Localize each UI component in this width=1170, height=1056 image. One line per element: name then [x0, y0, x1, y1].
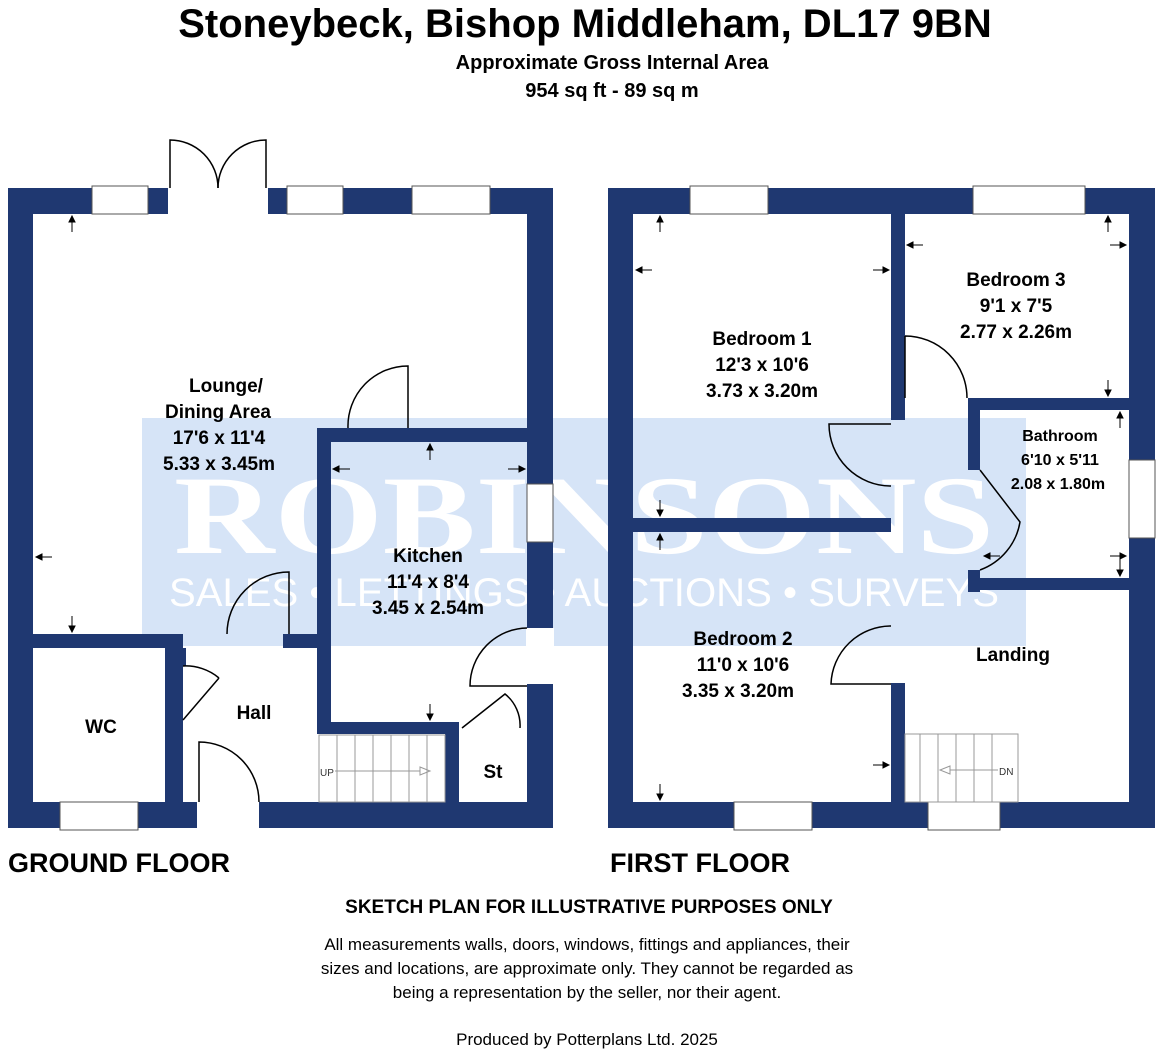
first-floor-label: FIRST FLOOR: [610, 848, 790, 878]
room-kitchen: Kitchen 11'4 x 8'4 3.45 x 2.54m: [372, 546, 484, 619]
room-name: Kitchen: [393, 546, 463, 567]
ground-floor-windows: [59, 185, 554, 831]
room-name: Bedroom 1: [712, 329, 812, 350]
page-title: Stoneybeck, Bishop Middleham, DL17 9BN: [178, 2, 992, 46]
room-landing: Landing: [976, 645, 1050, 666]
room-name: Bedroom 3: [966, 270, 1065, 291]
room-name: Bedroom 2: [693, 629, 792, 650]
area-title: Approximate Gross Internal Area: [455, 52, 769, 74]
ground-floor-label: GROUND FLOOR: [8, 848, 230, 878]
room-store: St: [484, 762, 504, 783]
arrow-icon: [938, 765, 951, 775]
stairs-up-label: UP: [320, 768, 334, 779]
first-floor-stairs: DN: [904, 733, 1019, 803]
disclaimer: All measurements walls, doors, windows, …: [321, 933, 853, 1005]
room-size-metric: 3.35 x 3.20m: [682, 681, 794, 702]
watermark-tagline: SALES • LETTINGS • AUCTIONS • SURVEYS: [169, 571, 999, 615]
produced-by: Produced by Potterplans Ltd. 2025: [456, 1030, 718, 1049]
room-size-metric: 3.73 x 3.20m: [706, 381, 818, 402]
watermark-name: ROBINSONS: [174, 454, 994, 578]
sketch-note: SKETCH PLAN FOR ILLUSTRATIVE PURPOSES ON…: [345, 897, 833, 918]
disclaimer-line: sizes and locations, are approximate onl…: [320, 959, 854, 978]
room-size-imperial: 11'4 x 8'4: [387, 572, 469, 593]
room-size-imperial: 12'3 x 10'6: [715, 355, 809, 376]
ground-floor-openings: [168, 186, 554, 830]
stairs-down-label: DN: [999, 767, 1013, 778]
room-wc: WC: [85, 717, 117, 738]
room-lounge: Lounge/ Dining Area 17'6 x 11'4 5.33 x 3…: [163, 376, 275, 475]
first-floor-doors: [828, 335, 1021, 685]
room-size-metric: 3.45 x 2.54m: [372, 598, 484, 619]
arrow-icon: [419, 766, 432, 776]
room-name: Bathroom: [1022, 428, 1098, 445]
room-size-imperial: 11'0 x 10'6: [697, 655, 790, 676]
ground-floor-stairs: UP: [318, 734, 446, 803]
room-hall: Hall: [237, 703, 272, 724]
dimension-arrows: [34, 214, 1128, 802]
room-size-metric: 2.77 x 2.26m: [960, 322, 1072, 343]
room-bedroom-2: Bedroom 2 11'0 x 10'6 3.35 x 3.20m: [682, 629, 794, 702]
room-size-metric: 5.33 x 3.45m: [163, 454, 275, 475]
room-size-metric: 2.08 x 1.80m: [1011, 476, 1105, 493]
room-bedroom-1: Bedroom 1 12'3 x 10'6 3.73 x 3.20m: [706, 329, 818, 402]
disclaimer-line: being a representation by the seller, no…: [392, 983, 782, 1002]
room-bedroom-3: Bedroom 3 9'1 x 7'5 2.77 x 2.26m: [960, 270, 1072, 343]
area-value: 954 sq ft - 89 sq m: [525, 80, 699, 102]
disclaimer-line: All measurements walls, doors, windows, …: [324, 935, 850, 954]
room-size-imperial: 17'6 x 11'4: [173, 428, 266, 449]
room-size-imperial: 6'10 x 5'11: [1021, 452, 1099, 469]
watermark: ROBINSONS SALES • LETTINGS • AUCTIONS • …: [142, 418, 1026, 646]
ground-floor-doors: [169, 139, 528, 803]
room-bathroom: Bathroom 6'10 x 5'11 2.08 x 1.80m: [1011, 428, 1105, 493]
room-name: Dining Area: [165, 402, 271, 423]
room-size-imperial: 9'1 x 7'5: [980, 296, 1053, 317]
room-name: Lounge/: [189, 376, 264, 397]
